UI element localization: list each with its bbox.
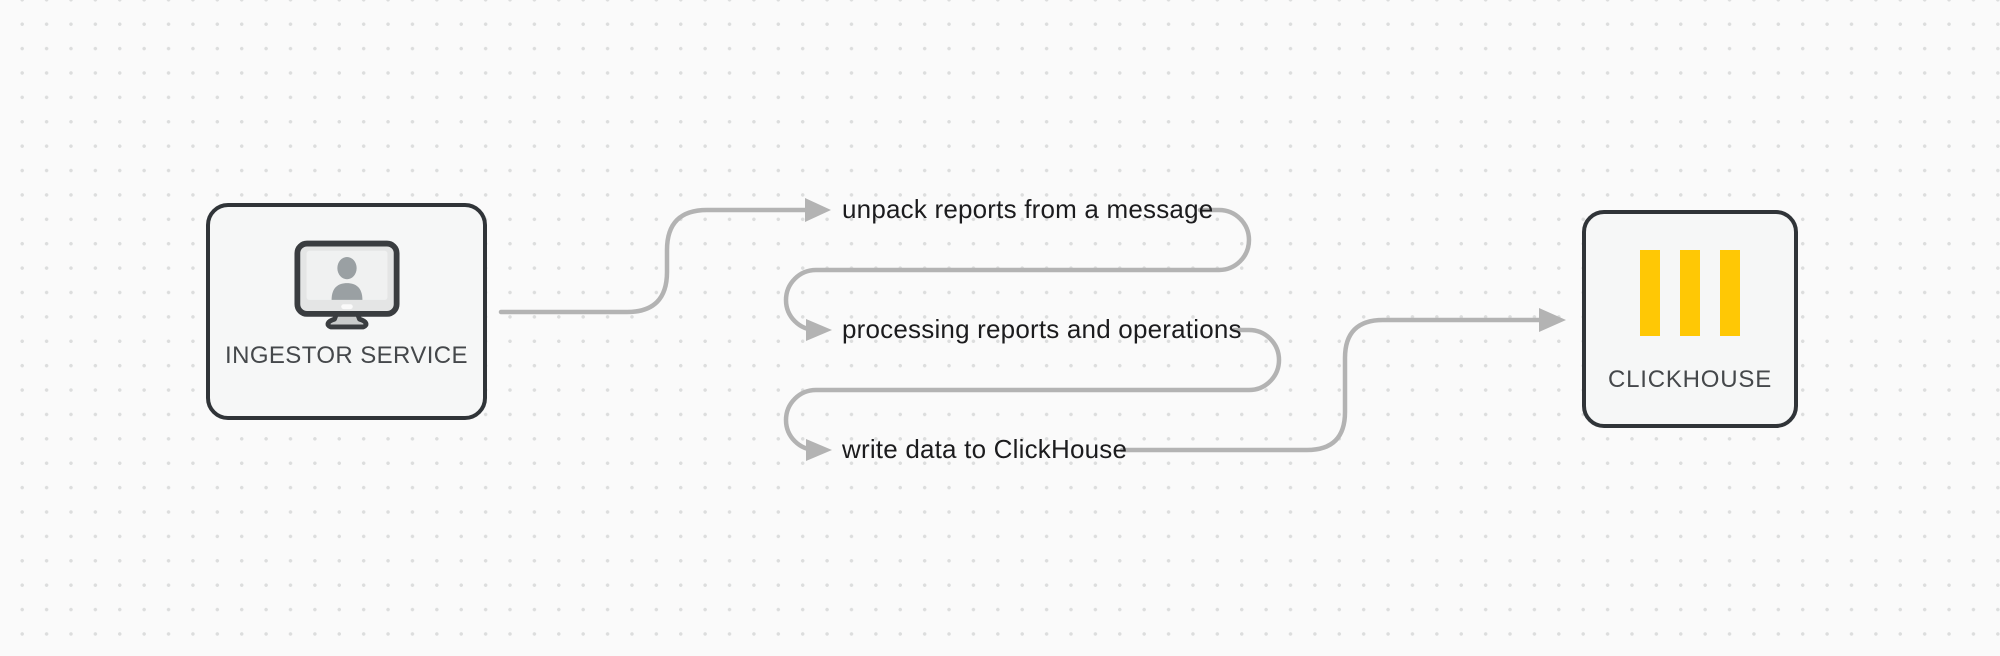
clickhouse-bar	[1680, 250, 1700, 336]
clickhouse-bar	[1640, 250, 1660, 336]
connector-step2-to-step3	[783, 327, 1282, 453]
arrowhead-step3-icon	[806, 439, 832, 461]
step-label-write: write data to ClickHouse	[842, 433, 1128, 464]
ingestor-service-label: INGESTOR SERVICE	[225, 342, 468, 369]
step-label-processing: processing reports and operations	[842, 313, 1242, 344]
node-ingestor-service[interactable]: INGESTOR SERVICE	[206, 203, 487, 420]
clickhouse-label: CLICKHOUSE	[1607, 366, 1773, 393]
arrowhead-clickhouse-icon	[1539, 308, 1566, 332]
monitor-user-icon	[293, 240, 400, 330]
clickhouse-bar	[1720, 250, 1740, 336]
node-clickhouse[interactable]: CLICKHOUSE	[1582, 210, 1798, 428]
clickhouse-bars-icon	[1640, 250, 1740, 336]
connector-ingestor-to-step1	[498, 207, 810, 315]
arrowhead-step2-icon	[806, 319, 832, 341]
step-label-unpack: unpack reports from a message	[842, 193, 1214, 224]
connector-step1-to-step2	[783, 207, 1252, 333]
arrowhead-step1-icon	[805, 198, 831, 222]
